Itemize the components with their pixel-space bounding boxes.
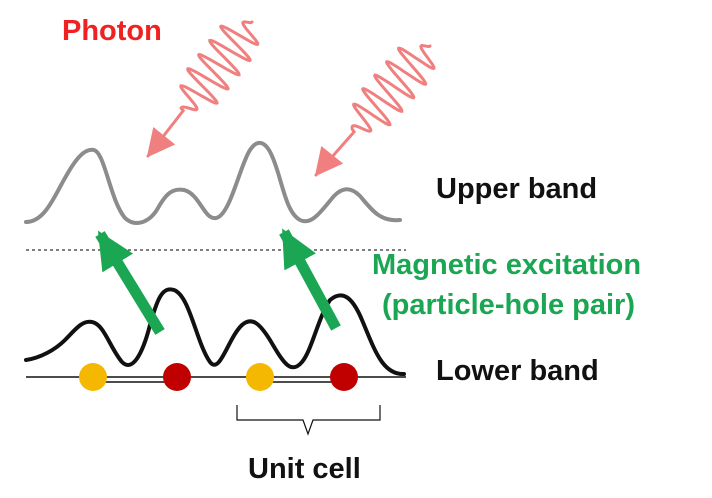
unit-cell-label: Unit cell [248,453,361,485]
upper-band-curve [24,140,402,225]
lattice-site-yellow [246,363,274,391]
upper-band-label: Upper band [436,173,597,205]
lower-band-curve [24,287,406,377]
photon-wave-right [314,43,436,177]
excitation-label-line2: (particle-hole pair) [382,289,635,321]
lower-band-label: Lower band [436,355,599,387]
excitation-arrow-right [279,228,341,331]
photon-wave-left [146,20,260,158]
excitation-label-line1: Magnetic excitation [372,249,641,281]
unit-cell-bracket [236,405,381,436]
lattice-site-red [330,363,358,391]
lattice-site-yellow [79,363,107,391]
lattice-site-red [163,363,191,391]
photon-label: Photon [62,15,162,47]
excitation-arrow-left [95,230,165,335]
